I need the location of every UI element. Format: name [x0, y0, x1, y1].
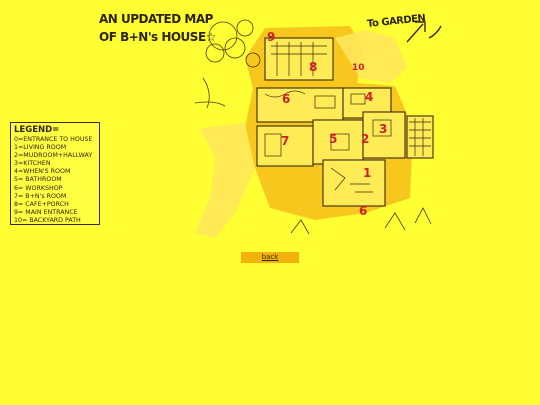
room-number: 5: [329, 132, 338, 146]
map-drawing: [194, 19, 442, 238]
legend-item: 2=MUDROOM+HALLWAY: [14, 152, 93, 160]
legend-item: 5= BATHROOM: [14, 176, 62, 184]
legend-item: 7= B+N's ROOM: [14, 192, 67, 200]
room-number: 1: [363, 166, 372, 180]
map-title-line1: AN UPDATED MAP: [99, 12, 213, 26]
room-number: 3: [379, 122, 388, 136]
back-link[interactable]: back: [241, 252, 299, 263]
legend-item: 0=ENTRANCE TO HOUSE: [14, 136, 93, 143]
map-title-line2: OF B+N's HOUSE☆: [99, 30, 216, 44]
room-number: 9: [267, 30, 276, 44]
legend-item: 6= WORKSHOP: [14, 184, 63, 192]
room-number: 7: [281, 134, 290, 148]
legend-item: 1=LIVING ROOM: [14, 144, 67, 152]
room-number: 6: [359, 204, 368, 218]
room-number: 6: [282, 92, 291, 106]
room-number: 2: [361, 132, 370, 146]
legend-item: 4=WHEN'S ROOM: [14, 168, 71, 176]
room-number: 10: [352, 63, 365, 73]
house-map: AN UPDATED MAP OF B+N's HOUSE☆ To GARDEN…: [95, 8, 455, 248]
legend-title: LEGEND=: [14, 125, 60, 135]
room-number: 8: [309, 60, 318, 74]
legend-item: 9= MAIN ENTRANCE: [14, 208, 78, 216]
room-number: 4: [365, 90, 374, 104]
legend-item: 8= CAFE+PORCH: [14, 200, 69, 208]
map-legend: LEGEND= 0=ENTRANCE TO HOUSE 1=LIVING ROO…: [10, 122, 100, 225]
legend-item: 10= BACKYARD PATH: [14, 216, 81, 224]
legend-item: 3=KITCHEN: [14, 160, 51, 168]
